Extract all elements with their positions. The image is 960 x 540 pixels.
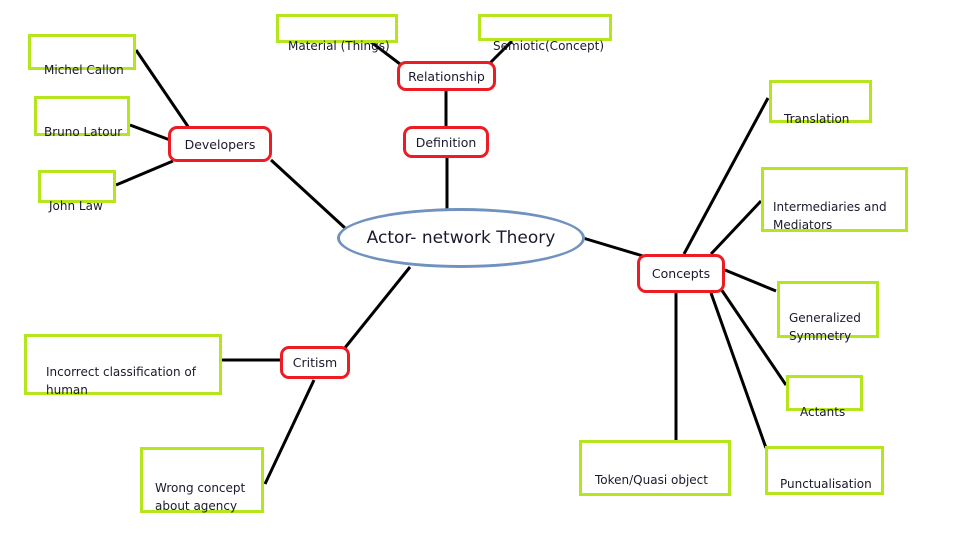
central-topic-label: Actor- network Theory bbox=[366, 228, 556, 248]
edge-actants-concepts bbox=[719, 288, 788, 386]
edge-critism-center bbox=[342, 266, 412, 350]
hub-label: Concepts bbox=[651, 266, 711, 281]
edge-intermediaries-concepts bbox=[709, 199, 763, 256]
leaf-translation[interactable]: Translation bbox=[769, 80, 872, 126]
leaf-wrong-concept[interactable]: Wrong concept about agency bbox=[140, 447, 264, 513]
leaf-michel-callon[interactable]: Michel Callon bbox=[28, 34, 136, 77]
leaf-label: Material (Things) bbox=[288, 39, 390, 53]
leaf-intermediaries[interactable]: Intermediaries and Mediators bbox=[761, 167, 908, 232]
leaf-token-quasi-object[interactable]: Token/Quasi object bbox=[579, 440, 731, 496]
edge-symmetry-concepts bbox=[724, 268, 777, 293]
leaf-label: Translation bbox=[784, 112, 850, 126]
hub-relationship[interactable]: Relationship bbox=[397, 61, 496, 91]
hub-concepts[interactable]: Concepts bbox=[637, 254, 725, 293]
leaf-label: Bruno Latour bbox=[44, 125, 123, 139]
leaf-semiotic[interactable]: Semiotic(Concept) bbox=[478, 14, 612, 53]
edge-developers-center bbox=[269, 158, 347, 230]
leaf-label: Token/Quasi object bbox=[595, 473, 708, 487]
leaf-john-law[interactable]: John Law bbox=[38, 170, 116, 213]
edge-semiotic-relationship bbox=[488, 39, 514, 65]
leaf-incorrect-classification[interactable]: Incorrect classification of human bbox=[24, 334, 222, 397]
leaf-bruno-latour[interactable]: Bruno Latour bbox=[34, 96, 130, 139]
leaf-generalized-symmetry[interactable]: Generalized Symmetry bbox=[777, 281, 879, 343]
leaf-actants[interactable]: Actants bbox=[786, 375, 863, 419]
edge-law-developers bbox=[115, 159, 174, 187]
hub-label: Critism bbox=[292, 355, 338, 370]
edge-wrong-critism bbox=[263, 379, 316, 485]
hub-label: Definition bbox=[415, 134, 477, 150]
leaf-material[interactable]: Material (Things) bbox=[276, 14, 398, 53]
hub-developers[interactable]: Developers bbox=[168, 126, 272, 162]
edge-material-relationship bbox=[370, 40, 401, 66]
edge-callon-developers bbox=[134, 49, 191, 129]
leaf-label: Actants bbox=[800, 405, 846, 419]
leaf-punctualisation[interactable]: Punctualisation bbox=[765, 446, 884, 495]
leaf-label: Generalized Symmetry bbox=[789, 311, 861, 343]
hub-label: Relationship bbox=[408, 68, 485, 84]
leaf-label: Intermediaries and Mediators bbox=[773, 200, 887, 232]
leaf-label: Wrong concept about agency bbox=[155, 481, 246, 513]
leaf-label: Semiotic(Concept) bbox=[493, 39, 604, 53]
edge-punctualisation-concepts bbox=[709, 292, 768, 449]
hub-critism[interactable]: Critism bbox=[280, 346, 350, 379]
central-topic-node[interactable]: Actor- network Theory bbox=[337, 208, 585, 268]
edge-latour-developers bbox=[129, 123, 171, 142]
leaf-label: Michel Callon bbox=[44, 63, 124, 77]
edge-concepts-center bbox=[582, 236, 644, 258]
leaf-label: Incorrect classification of human bbox=[46, 365, 196, 397]
edge-translation-concepts bbox=[682, 97, 770, 255]
leaf-label: John Law bbox=[49, 199, 103, 213]
hub-label: Developers bbox=[184, 136, 256, 152]
hub-definition[interactable]: Definition bbox=[403, 126, 489, 158]
leaf-label: Punctualisation bbox=[780, 477, 872, 491]
